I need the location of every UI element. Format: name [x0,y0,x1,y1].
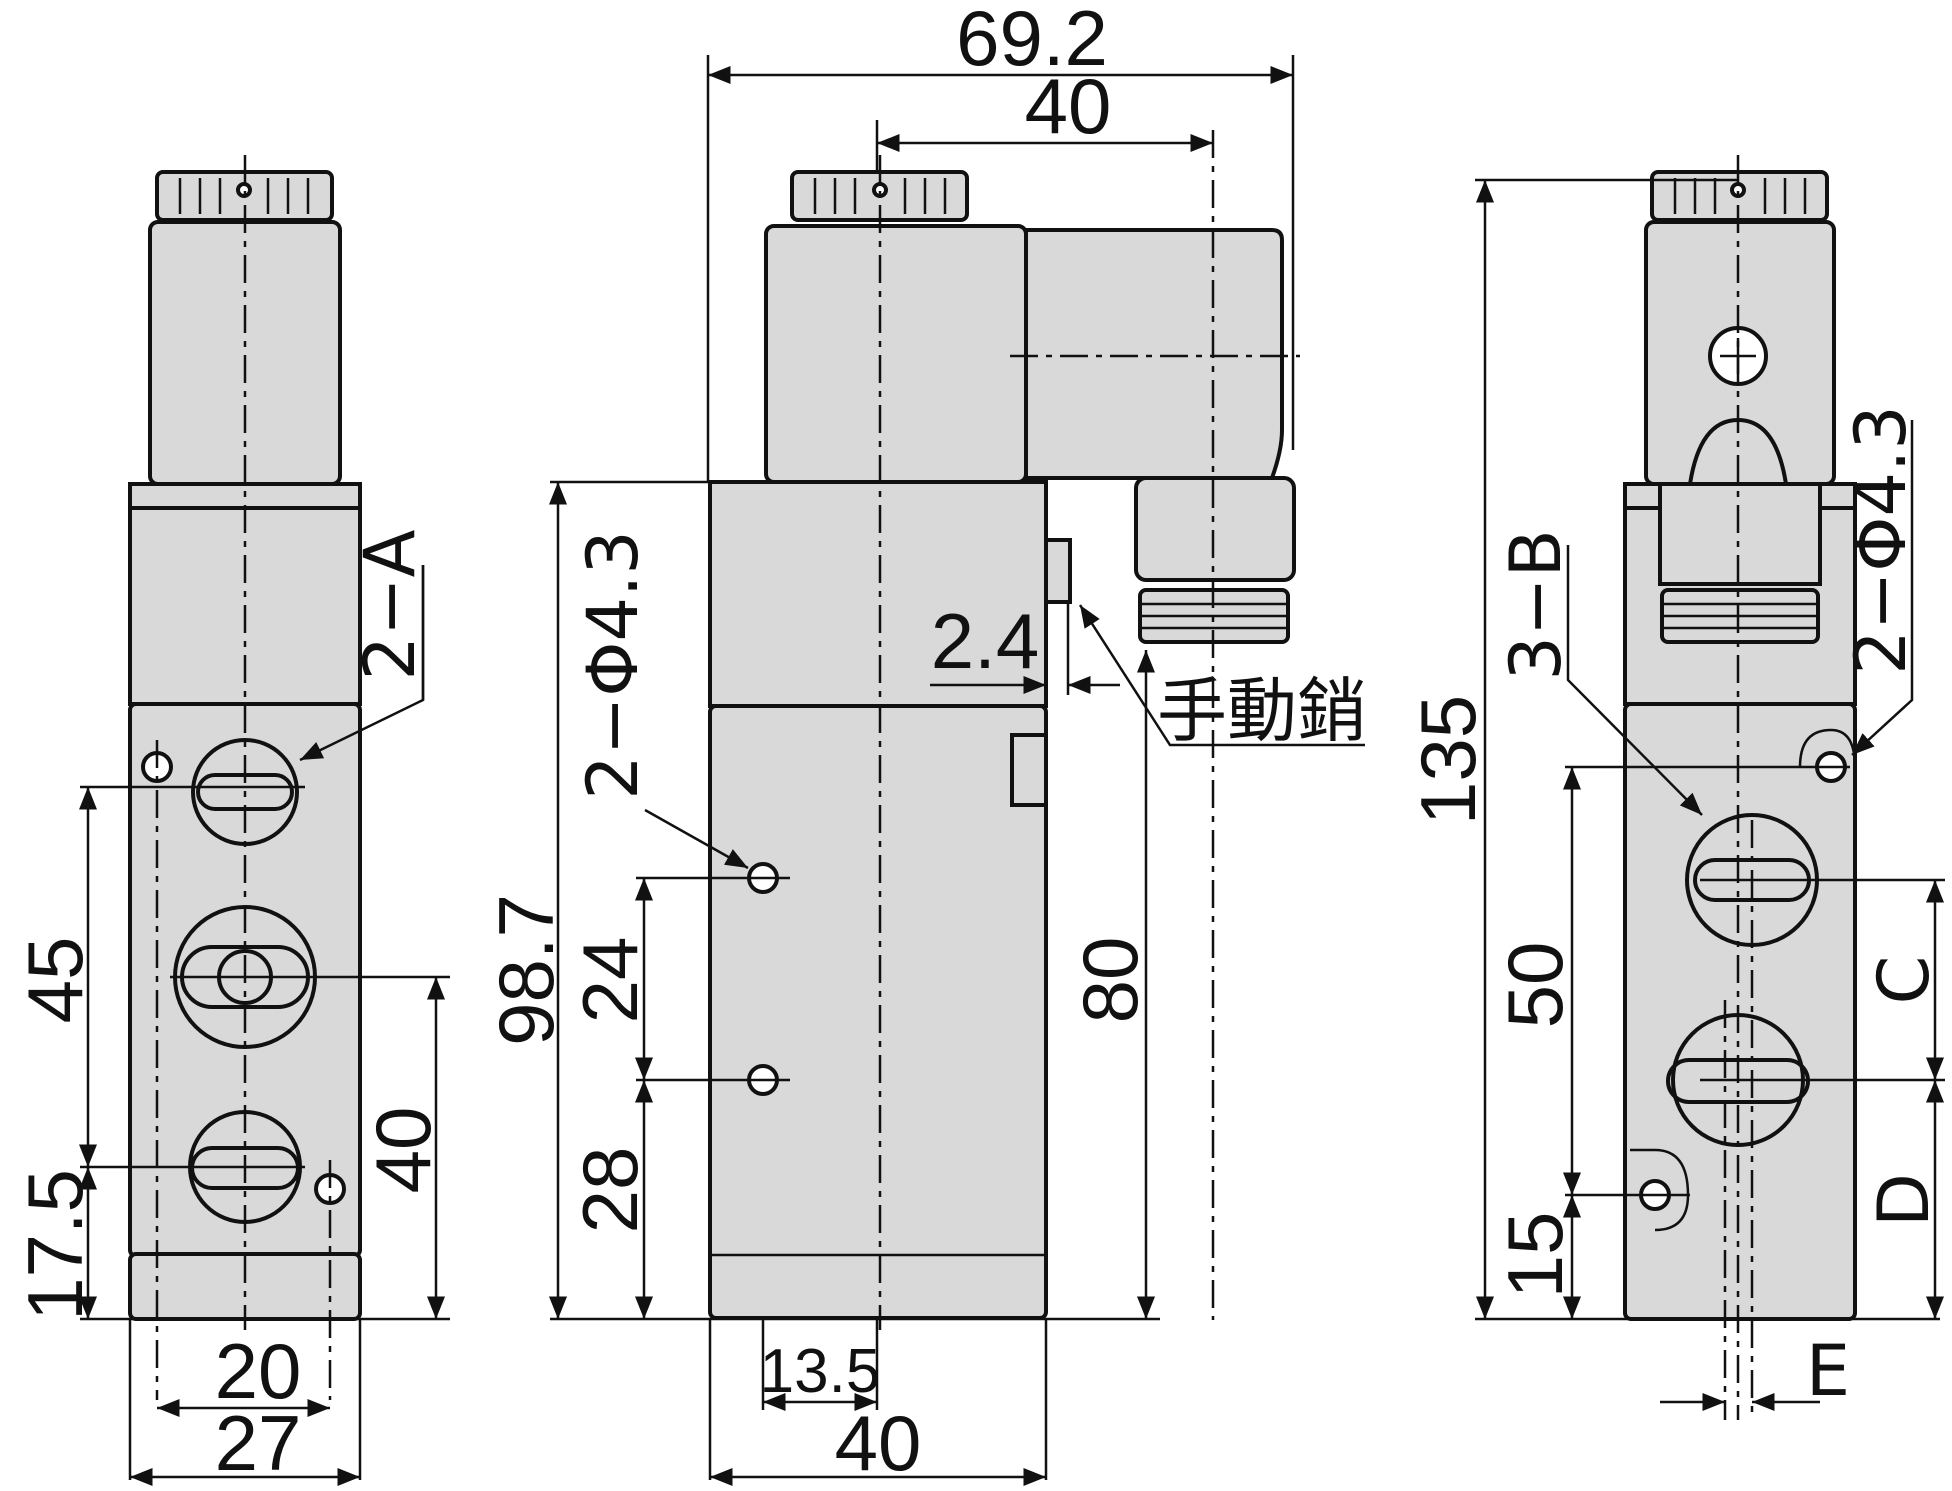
body-mid [708,704,1048,1320]
dim-135: 135 [1404,695,1492,825]
label-e: E [1806,1330,1850,1412]
dim-left-17-5: 17.5 [11,1169,99,1321]
label-3-B: 3−B [1495,529,1577,680]
connector-neck [1658,482,1822,586]
dim-left-20: 20 [215,1327,302,1415]
side-tab [1010,733,1048,807]
dim-40-bottom: 40 [835,1399,922,1487]
left-view: 45 17.5 40 20 27 2−A [11,155,450,1487]
label-2-A: 2−A [349,529,431,680]
dim-13-5: 13.5 [760,1337,881,1406]
dim-left-45: 45 [11,937,99,1024]
middle-view: 69.2 40 98.7 24 28 80 2.4 13.5 40 2−Φ4.3… [482,0,1367,1487]
dim-40-top: 40 [1025,62,1112,150]
body-right [1623,702,1857,1321]
cap-knurl-left [178,178,310,214]
dim-24: 24 [566,937,654,1024]
dim-15: 15 [1491,1212,1579,1299]
manual-pin [1044,538,1072,604]
dim-80: 80 [1066,937,1154,1024]
label-2-phi-4-3-mid: 2−Φ4.3 [572,530,654,800]
dim-69-2: 69.2 [956,0,1108,82]
connector-head [1134,476,1296,582]
dim-98-7: 98.7 [482,894,570,1046]
label-manual-pin: 手動銷 [1157,670,1367,752]
dim-50: 50 [1491,942,1579,1029]
label-2-phi-4-3-right: 2−Φ4.3 [1840,405,1922,675]
label-d: D [1863,1173,1945,1227]
dim-2-4: 2.4 [931,597,1039,685]
right-view: 135 50 15 C D E 3−B 2−Φ4.3 [1404,155,1945,1420]
pilot-mid [708,480,1048,708]
label-c: C [1863,956,1945,1005]
dim-left-40: 40 [359,1107,447,1194]
dim-left-27: 27 [215,1399,302,1487]
dim-28: 28 [566,1147,654,1234]
connector-body [1024,228,1284,480]
coil-mid [764,224,1028,484]
